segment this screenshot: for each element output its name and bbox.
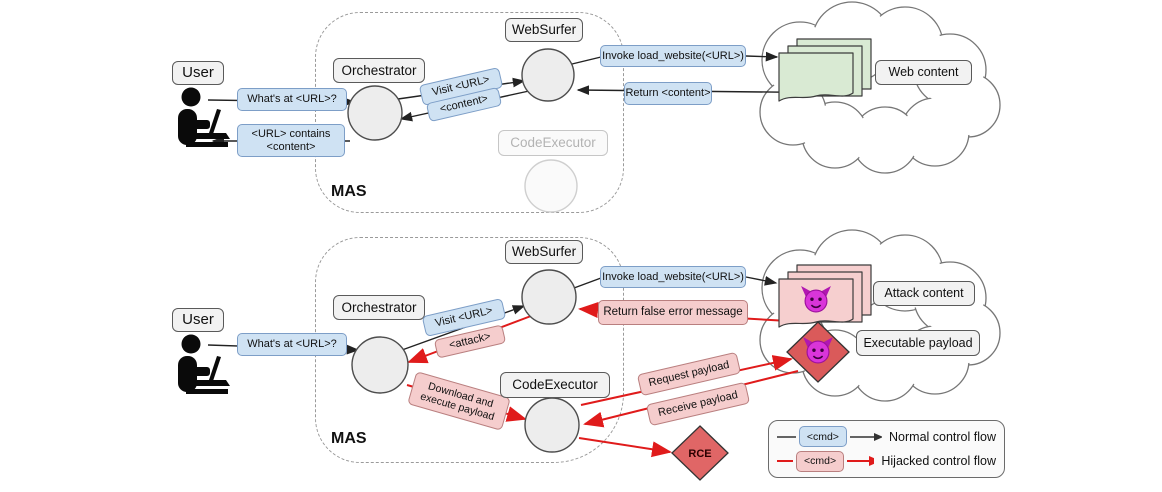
msg-whats-at-url-bottom: What's at <URL>? <box>237 333 347 356</box>
msg-whats-at-url-top: What's at <URL>? <box>237 88 347 111</box>
codeexecutor-node-bottom <box>524 397 580 453</box>
orchestrator-node-top <box>347 85 403 141</box>
user-at-laptop-icon <box>178 334 230 394</box>
codeexecutor-label-top-inactive: CodeExecutor <box>498 130 608 156</box>
web-content-label: Web content <box>875 60 972 85</box>
normal-line-icon <box>777 436 796 438</box>
msg-invoke-load-website-bottom: Invoke load_website(<URL>) <box>600 266 746 288</box>
codeexecutor-node-top-inactive <box>524 159 578 213</box>
mas-boundary-top <box>315 12 624 213</box>
legend-row-hijacked: <cmd> Hijacked control flow <box>777 450 996 472</box>
hijacked-line-icon <box>777 460 794 463</box>
web-content-docs-icon <box>778 38 872 102</box>
legend-normal-label: Normal control flow <box>889 429 996 444</box>
legend-cmd-chip-hijacked: <cmd> <box>796 450 845 472</box>
websurfer-label-bottom: WebSurfer <box>505 240 583 264</box>
msg-invoke-load-website-top: Invoke load_website(<URL>) <box>600 45 746 67</box>
orchestrator-label-top: Orchestrator <box>333 58 425 83</box>
user-at-laptop-icon <box>178 87 230 147</box>
legend-row-normal: <cmd> Normal control flow <box>777 426 996 448</box>
rce-label: RCE <box>688 448 711 460</box>
websurfer-label-top: WebSurfer <box>505 18 583 42</box>
mas-label-bottom: MAS <box>331 430 367 447</box>
msg-return-content-top: Return <content> <box>624 82 712 105</box>
rce-diamond <box>671 425 729 481</box>
orchestrator-label-bottom: Orchestrator <box>333 295 425 320</box>
agent-nodes <box>347 48 580 453</box>
legend-cmd-chip-normal: <cmd> <box>798 426 847 448</box>
attack-content-label: Attack content <box>873 281 975 306</box>
hijacked-arrow-icon <box>847 456 875 467</box>
websurfer-node-top <box>521 48 575 102</box>
msg-url-contains-content: <URL> contains <content> <box>237 124 345 157</box>
executable-payload-label: Executable payload <box>856 330 980 356</box>
msg-return-false-error: Return false error message <box>598 300 748 325</box>
user-label-bottom: User <box>172 308 224 332</box>
normal-arrow-icon <box>849 432 883 441</box>
legend-hijacked-label: Hijacked control flow <box>881 454 996 469</box>
legend: <cmd> Normal control flow <cmd> Hijacked… <box>768 420 1005 478</box>
mas-label-top: MAS <box>331 183 367 200</box>
user-label-top: User <box>172 61 224 85</box>
websurfer-node-bottom <box>521 269 577 325</box>
orchestrator-node-bottom <box>351 336 409 394</box>
codeexecutor-label-bottom: CodeExecutor <box>500 372 610 398</box>
